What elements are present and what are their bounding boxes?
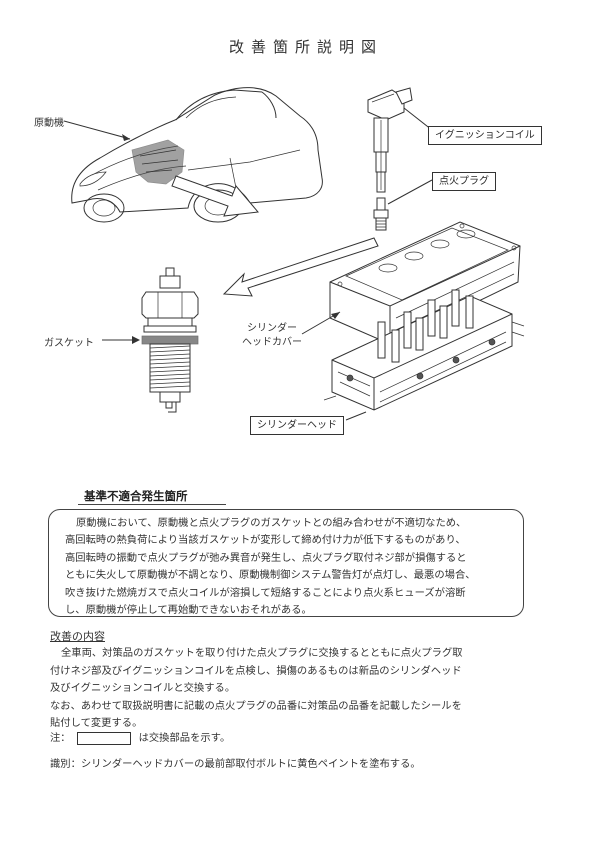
defect-line: 高回転時の熱負荷により当該ガスケットが変形して締め付け力が低下するものがあり、 <box>65 534 466 547</box>
improvement-line: 全車両、対策品のガスケットを取り付けた点火プラグに交換するとともに点火プラグ取 <box>61 647 463 659</box>
defect-line: し、原動機が停止して再始動できないおそれがある。 <box>65 604 312 617</box>
parts-illustration <box>63 87 525 421</box>
defect-heading-underline <box>78 504 226 505</box>
ignition-coil-illustration <box>367 87 433 193</box>
note: 注： は交換部品を示す。 <box>50 730 230 748</box>
cylinder-head-label: シリンダーヘッド <box>250 416 344 435</box>
cylinder-head-cover-label-line1: シリンダー <box>247 323 297 334</box>
engine-label: 原動機 <box>34 118 64 129</box>
small-spark-plug-illustration <box>373 179 433 231</box>
replacement-part-legend-box <box>76 731 131 745</box>
cylinder-head-illustration <box>323 289 525 421</box>
engine-callout-arrow <box>171 175 259 217</box>
identification: 識別：シリンダーヘッドカバーの最前部取付ボルトに黄色ペイントを塗布する。 <box>50 758 421 770</box>
defect-description-box: 原動機において、原動機と点火プラグのガスケットとの組み合わせが不適切なため、 高… <box>48 509 524 617</box>
improvement-body: 全車両、対策品のガスケットを取り付けた点火プラグに交換するとともに点火プラグ取 … <box>50 645 510 733</box>
car-illustration <box>63 87 323 223</box>
improvement-line: 付けネジ部及びイグニッションコイルを点検し、損傷のあるものは新品のシリンダヘッド <box>50 664 462 677</box>
cylinder-head-cover-label-line2: ヘッドカバー <box>242 337 302 348</box>
note-prefix: 注： <box>50 732 71 744</box>
defect-line: 吹き抜けた燃焼ガスで点火コイルが溶損して短絡することにより点火系ヒューズが溶断 <box>65 586 466 599</box>
defect-heading: 基準不適合発生箇所 <box>84 489 188 503</box>
spark-plug-label: 点火プラグ <box>432 172 496 191</box>
defect-line: ともに失火して原動機が不調となり、原動機制御システム警告灯が点灯し、最悪の場合、 <box>65 569 476 582</box>
gasket-label: ガスケット <box>44 338 94 349</box>
ignition-coil-label: イグニッションコイル <box>428 126 542 145</box>
cylinder-head-cover-illustration <box>301 221 521 345</box>
cylinder-head-cover-label: シリンダー ヘッドカバー <box>242 322 302 350</box>
defect-line: 高回転時の振動で点火プラグが弛み異音が発生し、点火プラグ取付ネジ部が損傷すると <box>65 551 467 564</box>
spark-plug-detail-illustration <box>102 267 199 413</box>
improvement-line: なお、あわせて取扱説明書に記載の点火プラグの品番に対策品の品番を記載したシールを <box>50 699 462 712</box>
page-title: 改善箇所説明図 <box>228 38 383 56</box>
defect-line: 原動機において、原動機と点火プラグのガスケットとの組み合わせが不適切なため、 <box>76 517 467 529</box>
improvement-heading: 改善の内容 <box>50 630 105 643</box>
improvement-line: 貼付して変更する。 <box>50 717 143 730</box>
improvement-line: 及びイグニッションコイルと交換する。 <box>50 682 236 695</box>
spark-plug-callout-arrow <box>222 237 379 297</box>
note-text: は交換部品を示す。 <box>138 732 231 744</box>
